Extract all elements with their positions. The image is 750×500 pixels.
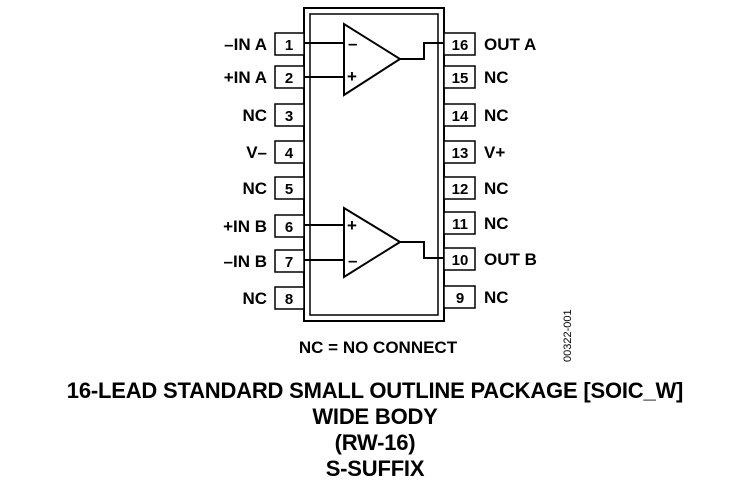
left-pin-labels: –IN A +IN A NC V– NC +IN B –IN B NC: [223, 35, 267, 308]
pin-number-11: 11: [452, 216, 468, 233]
pin-label-10: OUT B: [484, 250, 537, 269]
left-pin-numbers: 1 2 3 4 5 6 7 8: [285, 37, 294, 308]
right-pin-boxes: [443, 32, 476, 309]
pin-label-6: +IN B: [223, 217, 267, 236]
pin-label-14: NC: [484, 106, 509, 125]
pin-number-7: 7: [285, 254, 293, 271]
amp-b-plus-sign: +: [347, 216, 357, 235]
wire-amp-b-out-to-pin10: [400, 241, 444, 259]
caption-line-4: S-SUFFIX: [325, 456, 425, 481]
pin-label-15: NC: [484, 68, 509, 87]
wiring: [304, 42, 444, 261]
pin-label-16: OUT A: [484, 35, 536, 54]
pin-number-1: 1: [285, 37, 293, 54]
pin-number-12: 12: [452, 181, 469, 198]
pin-number-2: 2: [285, 70, 293, 87]
pin-box-12: [443, 176, 476, 200]
pin-label-7: –IN B: [224, 252, 267, 271]
pin-number-15: 15: [452, 70, 469, 87]
caption-line-1: 16-LEAD STANDARD SMALL OUTLINE PACKAGE […: [66, 378, 684, 403]
pin-box-4: [274, 140, 305, 164]
pin-number-3: 3: [285, 108, 293, 125]
pin-number-13: 13: [452, 145, 469, 162]
package-inner-outline: [309, 13, 439, 316]
pin-box-8: [274, 286, 305, 310]
pin-box-11: [443, 211, 476, 235]
amp-a-minus-sign: –: [348, 34, 357, 53]
right-pin-labels: OUT A NC NC V+ NC NC OUT B NC: [484, 35, 537, 307]
nc-legend-note: NC = NO CONNECT: [299, 338, 458, 357]
pin-number-10: 10: [452, 252, 469, 269]
pin-label-9: NC: [484, 288, 509, 307]
package-body: [303, 7, 445, 322]
caption-line-2: WIDE BODY: [312, 404, 438, 429]
op-amp-a: [343, 22, 402, 97]
pin-box-3: [274, 103, 305, 127]
pin-box-14: [443, 103, 476, 127]
pin-label-4: V–: [246, 143, 267, 162]
pin-number-5: 5: [285, 181, 293, 198]
amp-b-minus-sign: –: [348, 251, 357, 270]
pin-box-9: [443, 285, 476, 309]
pin-label-11: NC: [484, 214, 509, 233]
pin-label-8: NC: [242, 289, 267, 308]
amp-a-plus-sign: +: [347, 67, 357, 86]
caption-line-3: (RW-16): [334, 430, 416, 455]
pin-number-16: 16: [452, 37, 469, 54]
pin-number-8: 8: [285, 291, 293, 308]
pin-number-6: 6: [285, 219, 293, 236]
pin-number-4: 4: [285, 145, 294, 162]
pin-label-3: NC: [242, 106, 267, 125]
pin-label-5: NC: [242, 179, 267, 198]
wire-amp-a-out-to-pin16: [400, 42, 444, 60]
op-amp-b: [343, 206, 402, 279]
pin-box-5: [274, 176, 305, 200]
pin-label-13: V+: [484, 143, 505, 162]
pin-label-2: +IN A: [224, 68, 267, 87]
pin-number-14: 14: [452, 108, 469, 125]
pin-label-1: –IN A: [224, 35, 267, 54]
right-pin-numbers: 16 15 14 13 12 11 10 9: [452, 37, 469, 307]
pin-number-9: 9: [456, 290, 464, 307]
pin-label-12: NC: [484, 179, 509, 198]
pin-box-13: [443, 140, 476, 164]
figure-code: 00322-001: [562, 309, 574, 362]
pin-box-15: [443, 65, 476, 89]
